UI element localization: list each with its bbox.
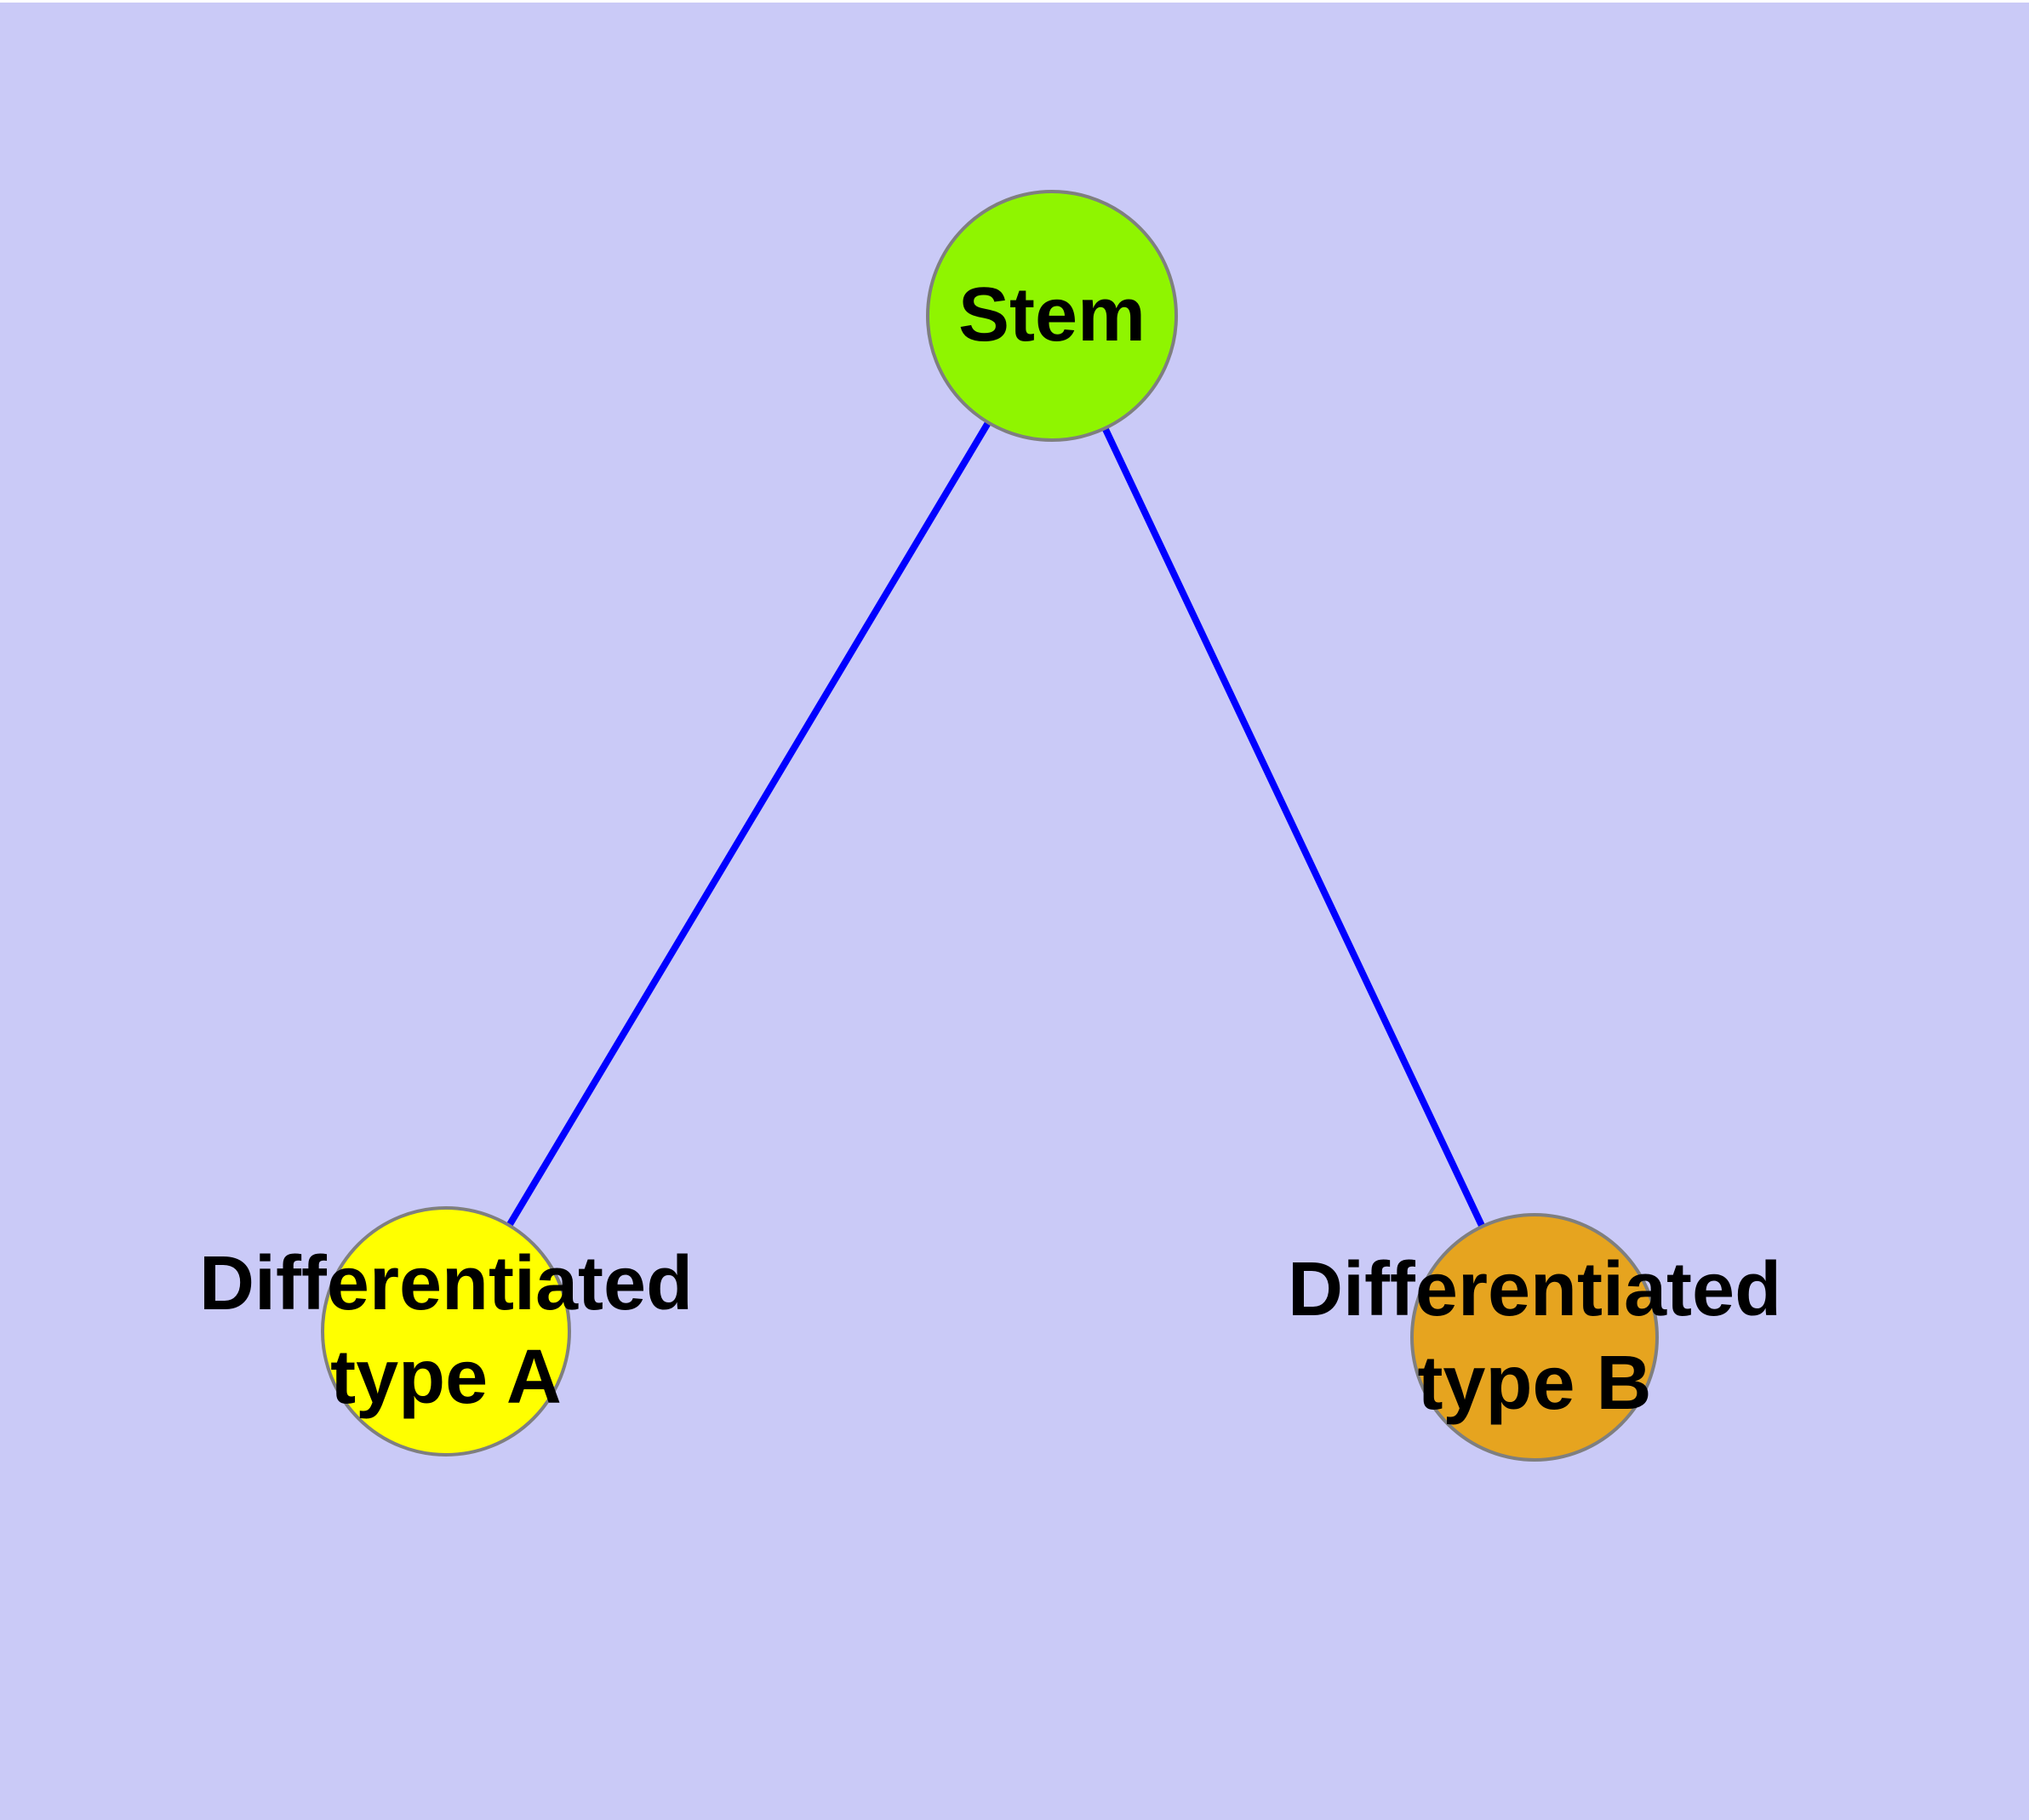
edge-stem-to-differentiated-type-a	[443, 313, 1055, 1334]
node-differentiated-type-b[interactable]	[1410, 1213, 1659, 1462]
node-differentiated-type-a[interactable]	[321, 1206, 571, 1457]
edge-stem-to-differentiated-type-b	[1049, 314, 1538, 1339]
node-stem[interactable]	[926, 190, 1178, 442]
